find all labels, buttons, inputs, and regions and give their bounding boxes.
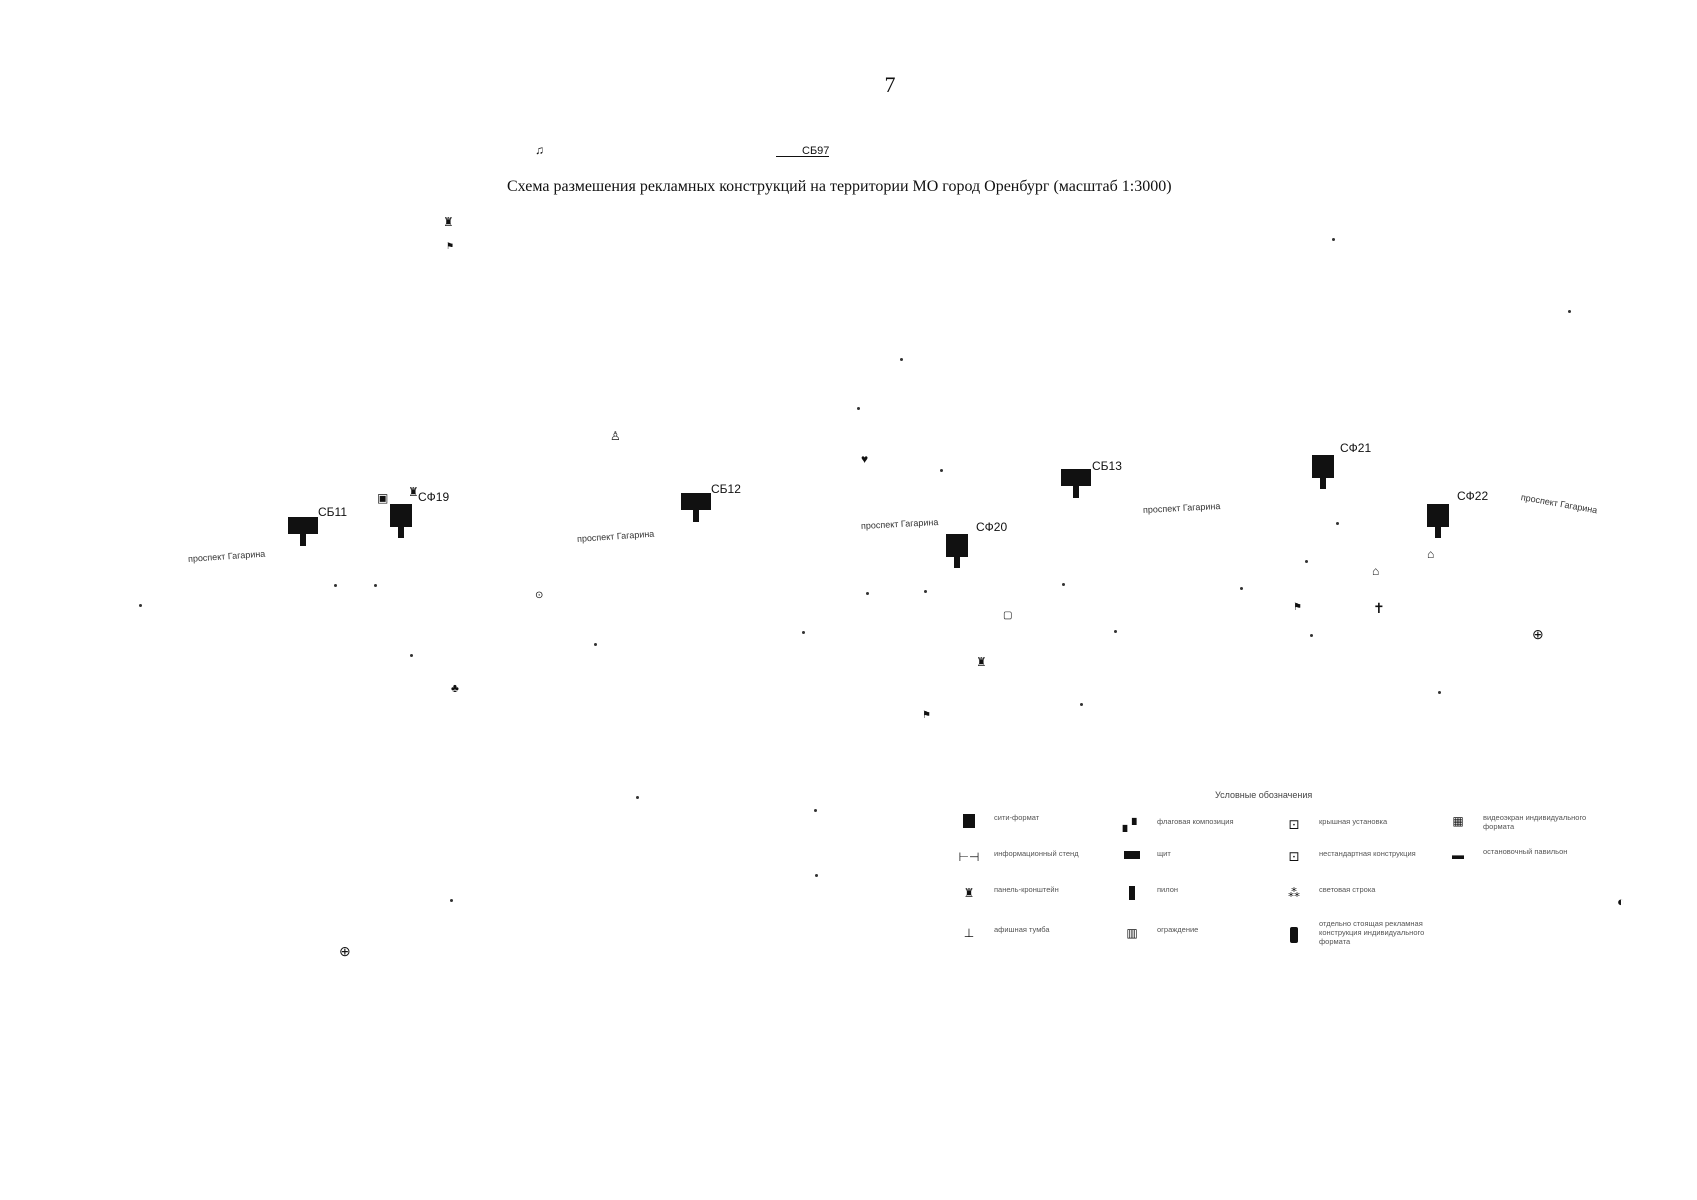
map-dot [924,590,927,593]
city-format-marker[interactable] [386,504,416,538]
street-label: проспект Гагарина [1142,500,1221,515]
street-label: проспект Гагарина [576,528,655,544]
church-icon: ⌂ [1372,564,1380,578]
map-dot [900,358,903,361]
legend-item: сити-формат [960,810,1125,836]
city-format-code-label: СФ22 [1457,489,1489,503]
city-format-icon [960,812,978,830]
map-dot [410,654,413,657]
bank-icon: ♜ [408,485,419,499]
city-format-marker[interactable] [1308,455,1338,489]
parking-icon: ⊙ [535,590,544,601]
map-title: Схема размешения рекламных конструкций н… [507,178,1172,195]
church-icon: ⌂ [1427,547,1435,561]
map-dot [450,899,453,902]
street-label: проспект Гагарина [860,516,939,531]
legend-item: щит [1123,846,1288,872]
city-format-code-label: СФ20 [976,520,1008,534]
shield-icon: ♥ [861,452,869,466]
billboard-marker[interactable] [681,493,711,525]
map-dot [857,407,860,410]
legend-item: ⚀ крышная установка [1285,814,1450,840]
legend-title: Условные обозначения [1215,790,1313,800]
map-dot [1336,522,1339,525]
medical-icon: ⊕ [1532,626,1544,642]
flag-icon: ⚑ [446,241,455,251]
map-dot [636,796,639,799]
pylon-icon [1123,884,1141,902]
billboard-code-label: СБ11 [318,505,347,519]
legend-item: отдельно стоящая рекламная конструкция и… [1285,916,1450,958]
legend-item: ♜ панель-кронштейн [960,882,1125,908]
map-dot [815,874,818,877]
map-dot [1062,583,1065,586]
roof-strip-icon: ⁂ [1288,886,1300,900]
toilet-icon: ♙ [610,429,621,443]
legend-item: пилон [1123,882,1288,908]
legend-item: ▖▘ флаговая композиция [1122,817,1234,832]
individual-format-icon [1285,926,1303,944]
bank-icon: ♜ [976,655,987,669]
map-dot [866,592,869,595]
city-format-code-label: СФ19 [418,490,450,504]
bracket-panel-icon: ♜ [963,886,975,900]
flag-composition-icon: ▖▘ [1122,818,1142,832]
map-dot [802,631,805,634]
billboard-marker[interactable] [288,517,318,549]
legend-item: ▦ видеоэкран индивидуального формата [1449,810,1614,836]
map-dot [139,604,142,607]
map-dot [1114,630,1117,633]
map-dot [1332,238,1335,241]
flag-icon: ⚑ [1293,602,1302,613]
city-format-code-label: СФ21 [1340,441,1372,455]
flag-icon: ⚑ [922,710,931,721]
legend-item: ⊢⊣ информационный стенд [958,849,1079,864]
shop-icon: ▢ [1003,610,1013,621]
legend-item: ⁂ световая строка [1285,882,1450,908]
map-dot [1568,310,1571,313]
top-sign-code: СБ97 [776,146,830,157]
map-dot [814,809,817,812]
legend: Условные обозначения сити-формат ▖▘ флаг… [958,790,1620,960]
cross-icon: ✝ [1373,600,1385,616]
billboard-code-label: СБ13 [1092,459,1122,473]
map-dot [1080,703,1083,706]
pharmacy-icon: ♣ [451,681,459,695]
legend-item: ⚀ нестандартная конструкция [1285,846,1450,872]
map-dot [1310,634,1313,637]
legend-item: ⊥ афишная тумба [960,922,1125,948]
map-dot [1438,691,1441,694]
info-stand-icon: ⊢⊣ [958,850,980,864]
medical-icon: ⊕ [339,943,351,959]
map-dot [594,643,597,646]
street-label: проспект Гагарина [187,548,266,564]
city-format-marker[interactable] [1423,504,1453,538]
legend-item: ▬ остановочный павильон [1449,844,1614,870]
video-screen-icon: ▦ [1452,814,1464,828]
legend-item: ▥ ограждение [1123,922,1288,948]
shop-icon: ▣ [377,491,389,505]
music-icon: ♫ [535,143,544,157]
non-standard-icon: ⚀ [1288,850,1300,864]
map-dot [1305,560,1308,563]
city-format-marker[interactable] [942,534,972,568]
billboard-icon [1123,848,1141,866]
map-dot [1240,587,1243,590]
roof-installation-icon: ⚀ [1288,818,1300,832]
medical-icon: ◐ [1617,894,1625,909]
street-label: проспект Гагарина [1520,492,1599,516]
fence-icon: ▥ [1126,926,1138,940]
page-number: 7 [884,72,896,97]
billboard-code-label: СБ12 [711,482,741,496]
afisha-stand-icon: ⊥ [963,926,975,940]
bus-stop-icon: ▬ [1452,848,1464,862]
map-dot [374,584,377,587]
bank-icon: ♜ [443,215,454,229]
map-dot [334,584,337,587]
map-dot [940,469,943,472]
billboard-marker[interactable] [1061,469,1091,501]
